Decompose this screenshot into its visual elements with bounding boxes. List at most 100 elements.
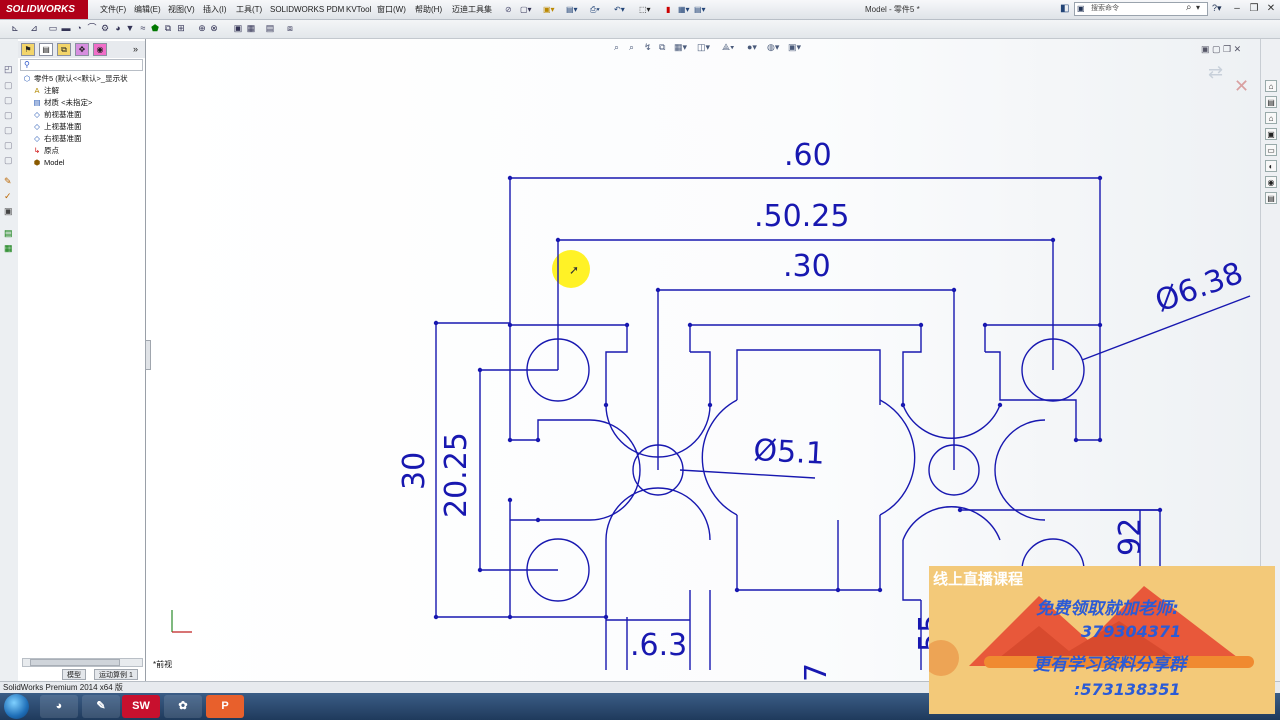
relations-icon[interactable]: ⊕ — [198, 23, 206, 33]
pen-tool-taskbar-icon[interactable]: ✎ — [82, 695, 120, 718]
palette-icon[interactable]: ▦ — [4, 243, 13, 253]
tab-model[interactable]: 模型 — [62, 669, 86, 680]
solidworks-logo[interactable]: SOLIDWORKS — [0, 0, 88, 19]
open-icon[interactable]: ▣▾ — [543, 5, 555, 14]
save-icon[interactable]: ▤▾ — [566, 5, 578, 14]
repair-icon[interactable]: ⊗ — [210, 23, 218, 33]
pin-icon[interactable]: ⊘ — [505, 5, 512, 14]
forum-icon[interactable]: ▤ — [1265, 192, 1277, 204]
design-library-icon[interactable]: ▤ — [1265, 96, 1277, 108]
layout-icon[interactable]: ▤▾ — [694, 5, 706, 14]
menu-tools[interactable]: 工具(T) — [236, 5, 263, 14]
cancel-corner-icon[interactable]: ✕ — [1234, 76, 1250, 96]
tree-item-front-plane[interactable]: ◇前视基准面 — [32, 109, 81, 121]
sketch-tool-icon[interactable]: ▣ — [4, 206, 13, 216]
library-icon[interactable]: ▤ — [4, 228, 13, 238]
custom-props-icon[interactable]: ◉ — [1265, 176, 1277, 188]
promo-banner[interactable]: 线上直播课程 免费领取就加老师: 379304371 更有学习资料分享群 :57… — [929, 566, 1275, 714]
previous-view-icon[interactable]: ↯ — [644, 42, 652, 52]
new-doc-icon[interactable]: ▢▾ — [520, 5, 532, 14]
config-tab-icon[interactable]: ⧉ — [57, 43, 71, 56]
tree-item-material[interactable]: ▤材质 <未指定> — [33, 98, 93, 107]
panel-split-handle[interactable] — [145, 340, 151, 370]
sketch-icon[interactable]: ⊾ — [11, 23, 19, 33]
quick-snap-icon[interactable]: ▣ — [233, 23, 243, 33]
display-tab-icon[interactable]: ◉ — [93, 43, 107, 56]
section-view-icon[interactable]: ⧉ — [659, 42, 666, 52]
restore-icon[interactable]: ❐ — [1249, 3, 1259, 14]
view-orientation-icon[interactable]: ◫▾ — [697, 42, 711, 52]
menu-window[interactable]: 窗口(W) — [377, 5, 406, 14]
strip-icon-3[interactable]: ▢ — [4, 110, 13, 120]
folder-icon[interactable]: ▭ — [1265, 144, 1277, 156]
chrome-taskbar-icon[interactable]: ◕ — [40, 695, 78, 718]
tab-motion-study[interactable]: 运动算例 1 — [94, 669, 138, 680]
settings-gear-icon[interactable]: ⚙ — [100, 23, 110, 33]
undo-icon[interactable]: ↶▾ — [614, 5, 625, 14]
options-icon[interactable]: ▦▾ — [678, 5, 690, 14]
filter-icon[interactable]: ⚲ — [20, 59, 143, 71]
menu-edit[interactable]: 编辑(E) — [134, 5, 161, 14]
strip-icon-1[interactable]: ▢ — [4, 80, 13, 90]
zoom-area-icon[interactable]: ⌕ — [629, 42, 635, 52]
menu-pdm[interactable]: SOLIDWORKS PDM — [270, 5, 345, 14]
start-icon[interactable] — [4, 694, 29, 719]
feature-tree-tab-icon[interactable]: ⚑ — [21, 43, 35, 56]
shield-icon[interactable]: ⬟ — [151, 23, 159, 33]
pin-window-icon[interactable]: ◧ — [1060, 3, 1070, 14]
search-dropdown-icon[interactable]: ▾ — [1196, 3, 1201, 12]
rapid-sketch-icon[interactable]: ⧈ — [287, 23, 293, 33]
view-settings-icon[interactable]: ▣▾ — [788, 42, 802, 52]
smart-dimension-icon[interactable]: ⊿ — [30, 23, 38, 33]
shaded-sketch-icon[interactable]: ▤ — [265, 23, 275, 33]
minimize-icon[interactable]: – — [1234, 3, 1240, 14]
line-icon[interactable]: ▭ — [48, 23, 58, 33]
collapse-icon[interactable]: ◰ — [4, 64, 13, 74]
home-icon[interactable]: ⌂ — [1265, 112, 1277, 124]
pattern-icon[interactable]: ⊞ — [177, 23, 185, 33]
exit-sketch-icon[interactable]: ✓ — [4, 191, 12, 201]
menu-kvtool[interactable]: KVTool — [346, 5, 372, 14]
presentation-taskbar-icon[interactable]: P — [206, 695, 244, 718]
menu-help[interactable]: 帮助(H) — [415, 5, 443, 14]
arc-icon[interactable]: ⌒ — [87, 23, 97, 33]
menu-maidi-tools[interactable]: 迈迪工具集 — [452, 5, 492, 14]
viewport-controls[interactable]: ▣ ▢ ❐ ✕ — [1201, 44, 1242, 54]
search-icon[interactable]: ⌕ — [1186, 2, 1192, 13]
resources-icon[interactable]: ⌂ — [1265, 80, 1277, 92]
strip-icon-4[interactable]: ▢ — [4, 125, 13, 135]
hide-show-icon[interactable]: ●▾ — [747, 42, 757, 52]
dynamic-annotation-icon[interactable]: ▦▾ — [674, 42, 688, 52]
circle-icon[interactable]: ◔ — [76, 23, 82, 33]
menu-insert[interactable]: 插入(I) — [203, 5, 227, 14]
zoom-fit-icon[interactable]: ⌕ — [614, 42, 620, 52]
strip-icon-2[interactable]: ▢ — [4, 95, 13, 105]
confirm-corner-icon[interactable]: ⇄ — [1208, 62, 1224, 82]
paint-taskbar-icon[interactable]: ✿ — [164, 695, 202, 718]
strip-icon-5[interactable]: ▢ — [4, 140, 13, 150]
rectangle-icon[interactable]: ▬ — [61, 23, 71, 33]
scrollbar-thumb[interactable] — [30, 659, 120, 666]
display-style-icon[interactable]: ⟁▾ — [722, 42, 735, 52]
fillet-icon[interactable]: ◕ — [115, 23, 121, 33]
tree-item-model[interactable]: ⬢Model — [33, 158, 65, 167]
strip-icon-6[interactable]: ▢ — [4, 155, 13, 165]
file-explorer-icon[interactable]: ▣ — [1265, 128, 1277, 140]
close-icon[interactable]: ✕ — [1266, 3, 1276, 14]
appearance-icon[interactable]: ◍▾ — [767, 42, 780, 52]
menu-file[interactable]: 文件(F) — [100, 5, 127, 14]
property-tab-icon[interactable]: ▤ — [39, 43, 53, 56]
mirror-icon[interactable]: ⧉ — [164, 23, 172, 33]
solidworks-taskbar-icon[interactable]: SW — [122, 695, 160, 718]
select-icon[interactable]: ⬚▾ — [639, 5, 651, 14]
search-input[interactable]: 搜索命令 — [1074, 2, 1208, 16]
tree-item-top-plane[interactable]: ◇上视基准面 — [32, 121, 81, 133]
search-mode-icon[interactable]: ▣ — [1077, 4, 1085, 13]
dimxpert-tab-icon[interactable]: ✥ — [75, 43, 89, 56]
trim-icon[interactable]: ▼ — [125, 23, 135, 33]
expand-panel-icon[interactable]: » — [133, 44, 139, 54]
appearances-icon[interactable]: ◐ — [1265, 160, 1277, 172]
tree-item-right-plane[interactable]: ◇右视基准面 — [32, 133, 81, 145]
menu-view[interactable]: 视图(V) — [168, 5, 195, 14]
